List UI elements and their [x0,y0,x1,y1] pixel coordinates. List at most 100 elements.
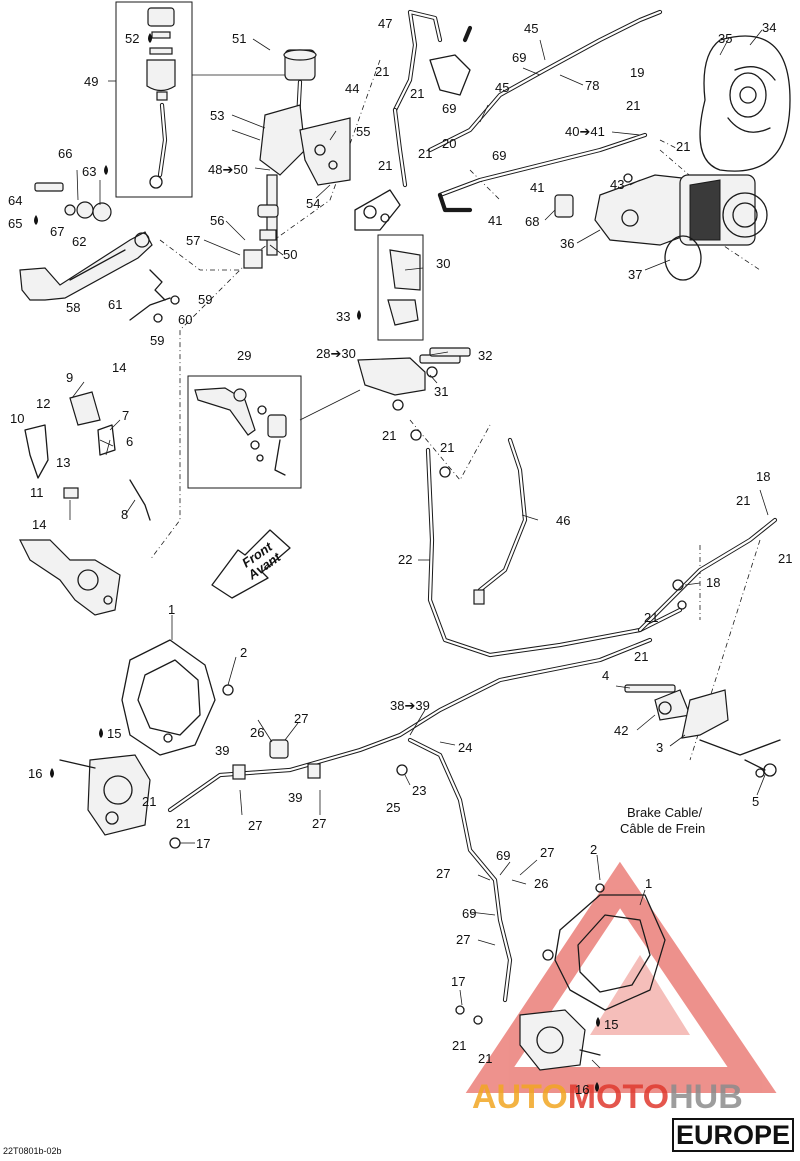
callout-54: 54 [306,196,320,211]
callout-45-b: 45 [524,21,538,36]
front-right-disc [542,883,666,1011]
callout-5: 5 [752,794,759,809]
callout-26-b: 26 [534,876,548,891]
drawing-code: 22T0801b-02b [3,1146,62,1156]
callout-21-1: 21 [375,64,389,79]
watermark-hub: HUB [669,1078,743,1116]
drop-icon [104,165,108,175]
callout-36: 36 [560,236,574,251]
callout-27-f: 27 [456,932,470,947]
lever-inset-box [187,375,361,489]
callout-33: 33 [336,309,350,324]
front-master-cylinder [357,234,471,411]
lower-brake-hoses [167,637,653,1003]
front-left-caliper [59,754,181,849]
callout-28-30: 28➔30 [316,346,356,361]
callout-27-b: 27 [248,818,262,833]
callout-69-e: 69 [462,906,476,921]
callout-55: 55 [356,124,370,139]
callout-21-2: 21 [410,86,424,101]
callout-14-b: 14 [32,517,46,532]
callout-40-41: 40➔41 [565,124,605,139]
region-tag: EUROPE [672,1118,794,1152]
callout-21-8: 21 [440,440,454,455]
callout-46: 46 [556,513,570,528]
callout-24: 24 [458,740,472,755]
callout-15-a: 15 [107,726,121,741]
handlebar-bracket [19,391,151,616]
brake-cable-label-fr: Câble de Frein [620,821,705,836]
callout-49: 49 [84,74,98,89]
callout-13: 13 [56,455,70,470]
callout-30: 30 [436,256,450,271]
callout-62: 62 [72,234,86,249]
front-left-disc [121,639,234,756]
callout-64: 64 [8,193,22,208]
callout-27-e: 27 [436,866,450,881]
callout-53: 53 [210,108,224,123]
callout-63: 63 [82,164,96,179]
watermark-auto: AUTO [472,1078,568,1116]
callout-69-d: 69 [496,848,510,863]
callout-39-a: 39 [215,743,229,758]
callout-52: 52 [125,31,139,46]
callout-25: 25 [386,800,400,815]
callout-27-d: 27 [540,845,554,860]
callout-65: 65 [8,216,22,231]
callout-47: 47 [378,16,392,31]
drop-icon [148,33,152,43]
front-direction-arrow: Front Avant [211,529,291,599]
callout-42: 42 [614,723,628,738]
callout-61: 61 [108,297,122,312]
callout-1-a: 1 [168,602,175,617]
callout-21-11: 21 [644,610,658,625]
callout-17-a: 17 [196,836,210,851]
callout-21-5: 21 [626,98,640,113]
fluid-drop-icons [34,33,600,1092]
callout-41-b: 41 [488,213,502,228]
callout-59-b: 59 [150,333,164,348]
callout-39-b: 39 [288,790,302,805]
callout-21-7: 21 [382,428,396,443]
callout-69-b: 69 [512,50,526,65]
callout-18-a: 18 [756,469,770,484]
callout-69-a: 69 [442,101,456,116]
callout-3: 3 [656,740,663,755]
callout-50: 50 [283,247,297,262]
callout-4: 4 [602,668,609,683]
callout-21-14: 21 [176,816,190,831]
callout-2-a: 2 [240,645,247,660]
drop-icon [357,310,361,320]
callout-21-16: 21 [478,1051,492,1066]
callout-60: 60 [178,312,192,327]
rear-caliper-assembly [554,173,768,281]
callout-37: 37 [628,267,642,282]
brake-pedal [19,182,240,323]
callout-27-a: 27 [294,711,308,726]
callout-41-a: 41 [530,180,544,195]
callout-17-b: 17 [451,974,465,989]
callout-69-c: 69 [492,148,506,163]
front-right-caliper [455,1005,601,1071]
reservoir-inset-box [115,1,290,198]
drop-icon [34,215,38,225]
callout-8: 8 [121,507,128,522]
callout-18-b: 18 [706,575,720,590]
callout-21-4: 21 [418,146,432,161]
drop-icon [50,768,54,778]
upper-brake-hoses [392,9,663,213]
callout-21-13: 21 [142,794,156,809]
callout-31: 31 [434,384,448,399]
callout-2-b: 2 [590,842,597,857]
callout-23: 23 [412,783,426,798]
brake-cable-label-en: Brake Cable/ [627,805,703,820]
callout-56: 56 [210,213,224,228]
callout-16-a: 16 [28,766,42,781]
callout-45-a: 45 [495,80,509,95]
callout-14-a: 14 [112,360,126,375]
callout-67: 67 [50,224,64,239]
callout-38-39: 38➔39 [390,698,430,713]
callout-1-b: 1 [645,876,652,891]
callout-57: 57 [186,233,200,248]
drop-icon [99,728,103,738]
